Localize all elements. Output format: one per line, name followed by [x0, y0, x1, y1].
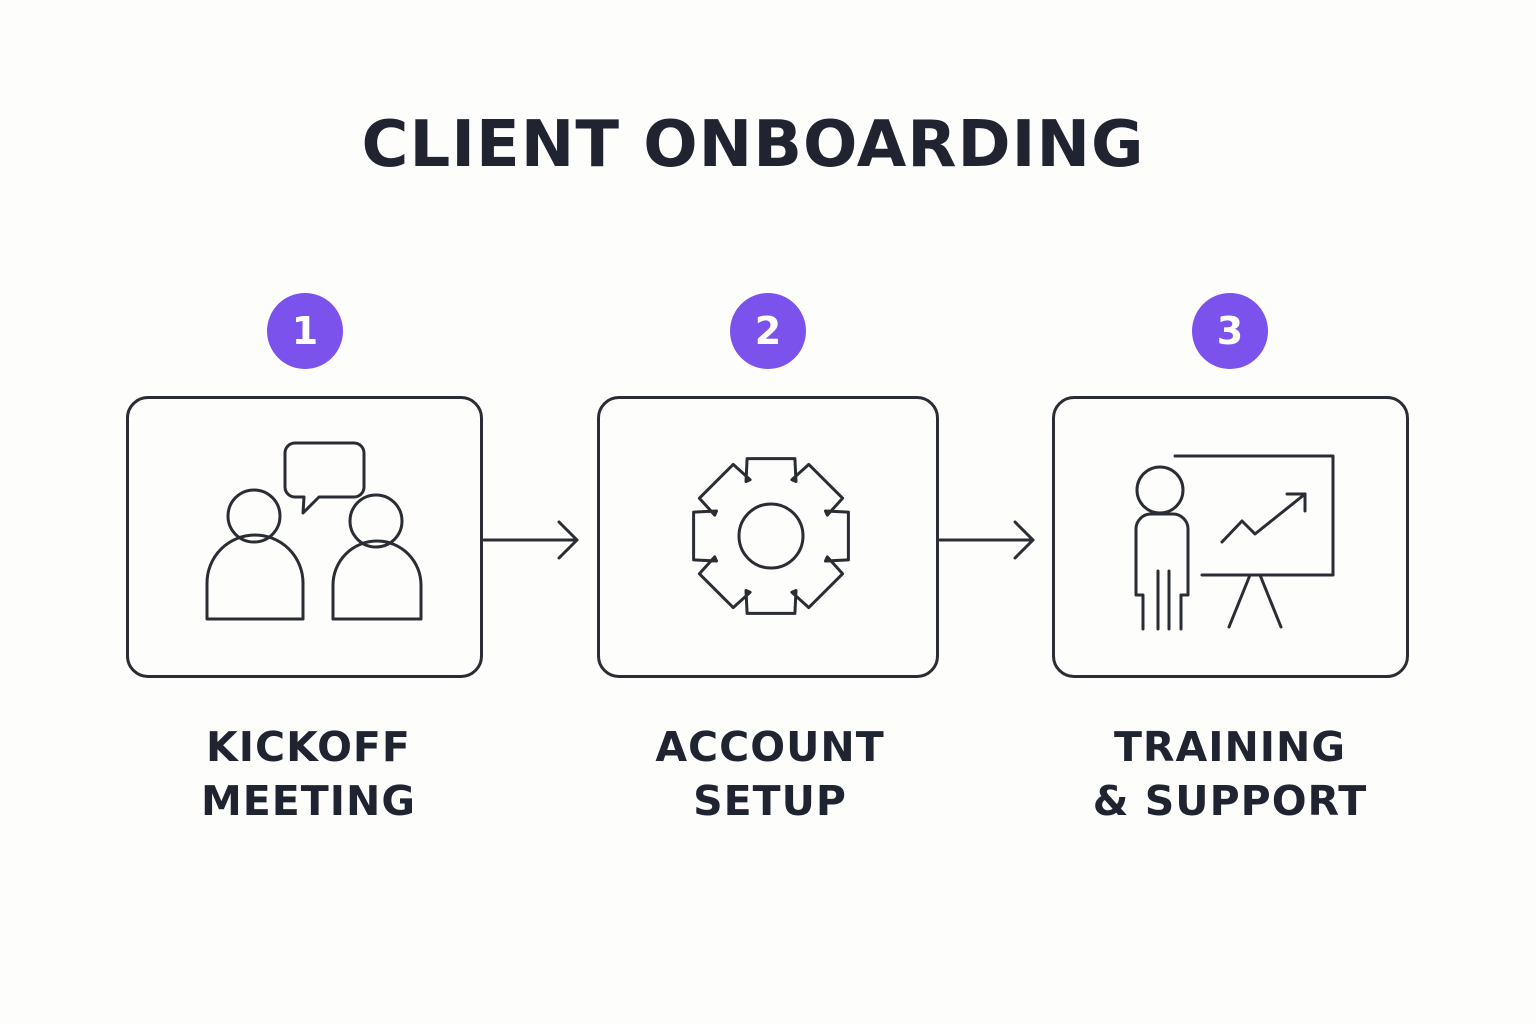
people-conversation-icon	[205, 441, 423, 621]
step-1-label-line2: MEETING	[200, 777, 416, 825]
step-1-box	[126, 396, 483, 678]
gear-icon	[692, 457, 850, 615]
arrow-1-to-2	[482, 520, 579, 560]
step-2-label-line1: ACCOUNT	[655, 723, 885, 771]
arrow-2-to-3	[938, 520, 1035, 560]
step-3-label-line1: TRAINING	[1113, 723, 1347, 771]
step-1-label: KICKOFF MEETING	[126, 720, 491, 828]
presentation-chart-icon	[1134, 454, 1335, 631]
step-2-box	[597, 396, 939, 678]
step-3-badge: 3	[1192, 293, 1268, 369]
step-1-badge: 1	[267, 293, 343, 369]
step-3-box	[1052, 396, 1409, 678]
step-2-badge: 2	[730, 293, 806, 369]
step-1-label-line1: KICKOFF	[206, 723, 411, 771]
step-3-label: TRAINING & SUPPORT	[1040, 720, 1420, 828]
step-2-label: ACCOUNT SETUP	[590, 720, 950, 828]
step-3-label-line2: & SUPPORT	[1092, 777, 1368, 825]
diagram-title: CLIENT ONBOARDING	[361, 108, 1145, 182]
step-2-label-line2: SETUP	[693, 777, 847, 825]
